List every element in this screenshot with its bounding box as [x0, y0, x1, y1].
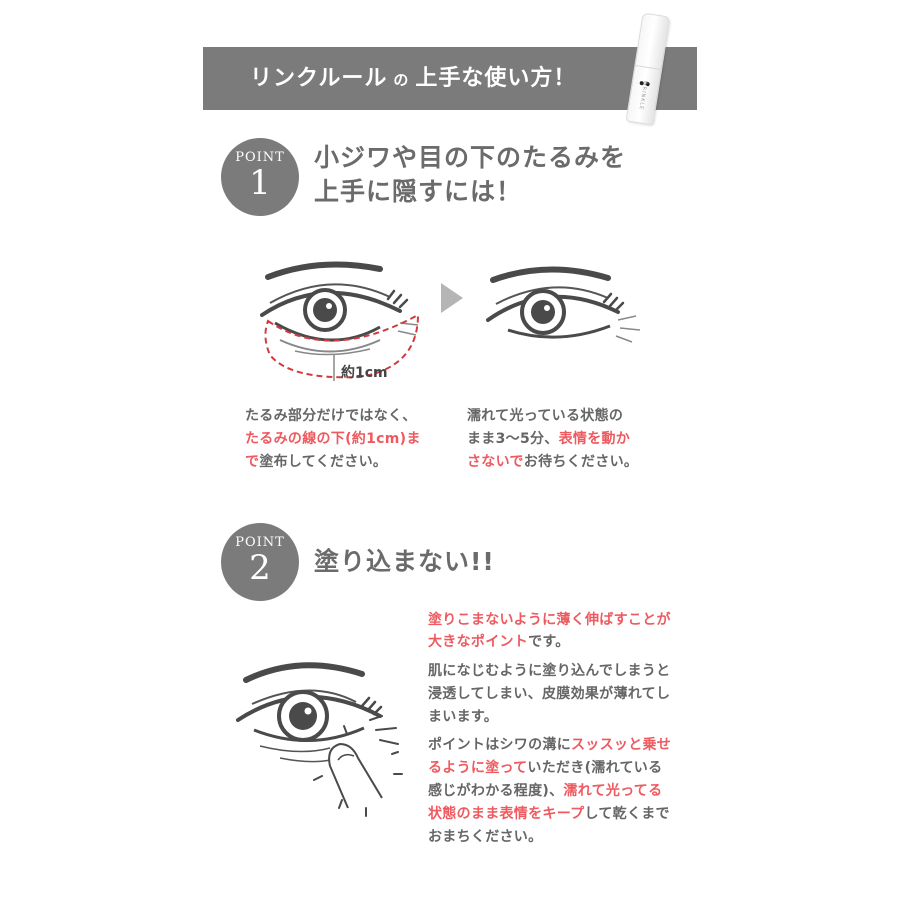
point-1-label: POINT [235, 150, 285, 165]
point-1-caption-left: たるみ部分だけではなく、 たるみの線の下(約1cm)ま で塗布してください。 [245, 405, 421, 474]
point-1-caption-right: 濡れて光っている状態の まま3～5分、表情を動か さないでお待ちください。 [467, 405, 638, 474]
eye-with-finger-tapping-icon [236, 662, 403, 817]
paragraph-line: 肌になじむように塗り込んでしまうと [428, 663, 671, 679]
point-2-heading: 塗り込まない!! [314, 547, 495, 576]
caption-line: たるみ部分だけではなく、 [245, 408, 417, 424]
point-2-badge: POINT 2 [221, 523, 299, 601]
paragraph-line: 状態のまま表情をキープして乾くまで [428, 806, 670, 822]
paragraph-line: まいます。 [428, 709, 499, 725]
point-1-badge: POINT 1 [221, 138, 299, 216]
banner-title-part1: リンクルール [250, 66, 388, 91]
paragraph-line: 大きなポイントです。 [428, 634, 570, 650]
title-banner [203, 47, 697, 110]
eye-icon [486, 266, 641, 343]
point-1-heading: 小ジワや目の下のたるみを 上手に隠すには！ [314, 141, 626, 209]
paragraph-line: るように塗っていただき(濡れている [428, 760, 663, 776]
paragraph-line: ポイントはシワの溝にスッスッと乗せ [428, 737, 672, 753]
caption-line: 濡れて光っている状態の [467, 408, 624, 424]
banner-title-part2: 上手な使い方！ [415, 66, 577, 91]
caption-line: まま3～5分、表情を動か [467, 431, 631, 447]
point-1-heading-line1: 小ジワや目の下のたるみを [314, 143, 627, 172]
measure-label: 約1cm [341, 365, 388, 381]
point-2-label: POINT [235, 535, 285, 550]
paragraph-line: おまちください。 [428, 829, 543, 845]
caption-line: たるみの線の下(約1cm)ま [245, 431, 421, 447]
caption-line: さないでお待ちください。 [467, 454, 639, 470]
banner-title-particle: の [393, 71, 410, 89]
triangle-right-arrow-icon [441, 283, 463, 313]
paragraph-line: 浸透してしまい、皮膜効果が薄れてし [428, 686, 671, 702]
point-2-paragraph-3: ポイントはシワの溝にスッスッと乗せ るように塗っていただき(濡れている 感じがわ… [428, 734, 671, 849]
paragraph-line: 塗りこまないように薄く伸ばすことが [428, 612, 671, 628]
caption-line: で塗布してください。 [245, 454, 388, 470]
paragraph-line: 感じがわかる程度)、濡れて光ってる [428, 783, 663, 799]
point-1-number: 1 [249, 163, 271, 203]
point-2-number: 2 [249, 548, 271, 588]
point-1-heading-line2: 上手に隠すには！ [314, 177, 523, 206]
eye-with-dashed-area-icon [260, 261, 420, 381]
product-logo-icon [639, 70, 653, 87]
point-2-paragraph-1: 塗りこまないように薄く伸ばすことが 大きなポイントです。 [428, 609, 671, 653]
point-2-paragraph-2: 肌になじむように塗り込んでしまうと 浸透してしまい、皮膜効果が薄れてし まいます… [428, 660, 670, 729]
banner-title: リンクルールの上手な使い方！ [250, 47, 576, 110]
